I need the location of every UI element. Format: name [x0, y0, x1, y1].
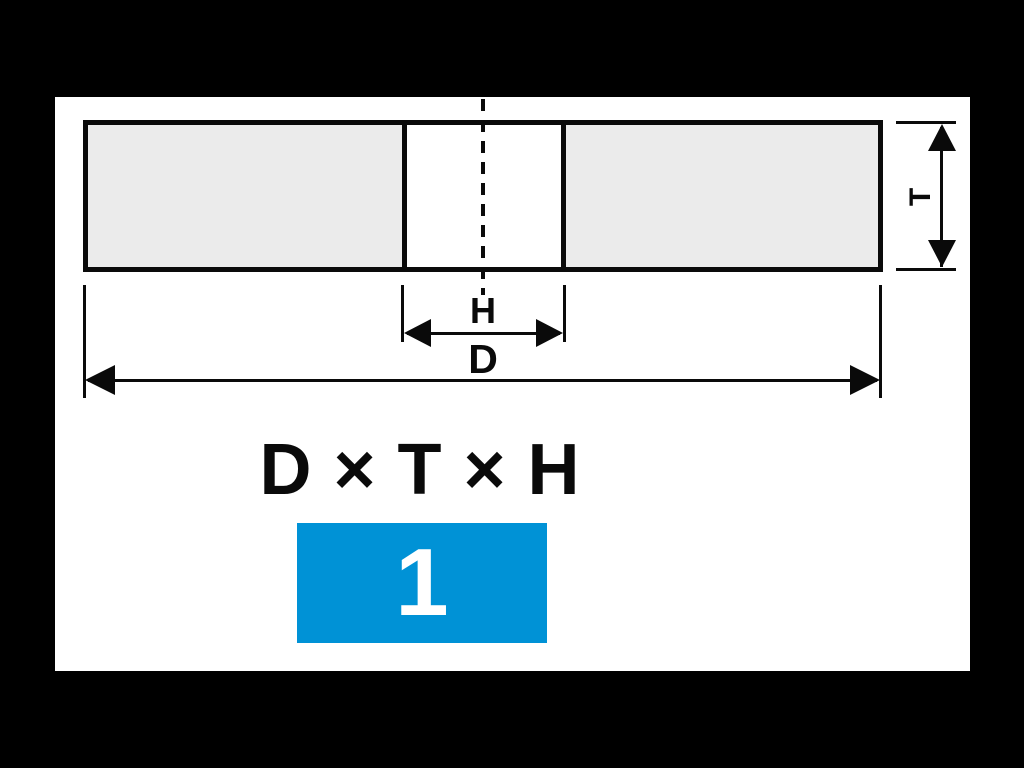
t-dimension-line: [940, 127, 943, 267]
d-dimension-extension-line-left: [83, 285, 86, 398]
center-axis-dashed-line: [481, 99, 485, 295]
h-arrowhead-left-icon: [404, 319, 431, 347]
d-dimension-label: D: [468, 336, 498, 382]
d-arrowhead-right-icon: [850, 365, 880, 395]
diagram-panel: T H D D × T × H 1: [55, 97, 970, 671]
h-dimension-label: H: [470, 290, 496, 331]
t-arrowhead-down-icon: [928, 240, 956, 267]
h-dimension-extension-line-right: [563, 285, 566, 342]
t-dimension-extension-line-bottom: [896, 268, 956, 271]
d-arrowhead-left-icon: [85, 365, 115, 395]
h-dimension-line: [407, 332, 560, 335]
wheel-type-number: 1: [395, 529, 449, 636]
h-dimension-extension-line-left: [401, 285, 404, 342]
d-dimension-extension-line-right: [879, 285, 882, 398]
wheel-type-badge: 1: [297, 523, 547, 643]
h-arrowhead-right-icon: [536, 319, 563, 347]
d-dimension-line: [88, 379, 877, 382]
t-arrowhead-up-icon: [928, 124, 956, 151]
t-dimension-extension-line-top: [896, 121, 956, 124]
t-dimension-label: T: [904, 187, 937, 207]
dimension-formula-text: D × T × H: [259, 430, 581, 510]
